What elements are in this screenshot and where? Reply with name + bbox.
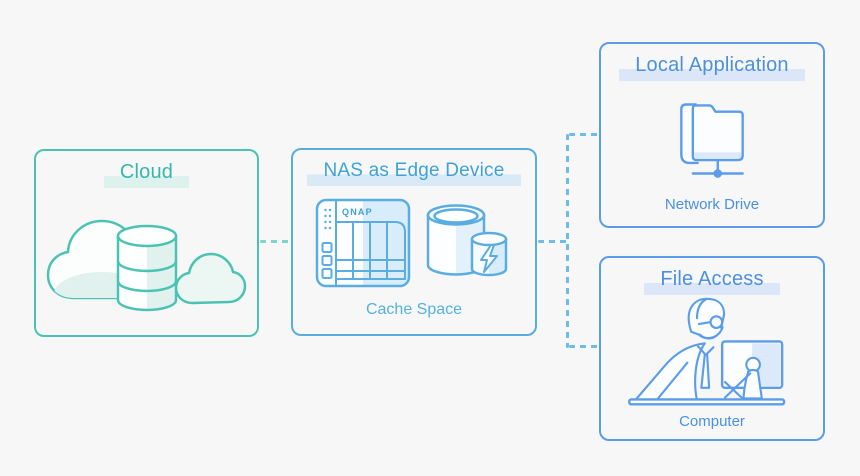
qnap-nas-icon: QNAP: [315, 199, 411, 288]
file-access-icon-area: [601, 295, 823, 413]
nas-title: NAS as Edge Device: [307, 159, 521, 186]
connector-branch-to-local-application: [569, 133, 599, 136]
connector-branch-vertical: [566, 134, 569, 348]
connector-nas-to-branch: [538, 240, 567, 243]
local-application-caption: Network Drive: [664, 196, 760, 213]
file-access-title: File Access: [644, 267, 780, 295]
cloud-database-icon: [46, 219, 247, 311]
desk: [628, 398, 786, 406]
network-dot: [713, 168, 723, 178]
cache-cylinder-icon: [426, 204, 508, 277]
nas-caption: Cache Space: [365, 301, 463, 318]
file-access-title-row: File Access: [644, 267, 780, 295]
file-access-node: File Access Computer: [599, 256, 825, 441]
person-computer-icon: [628, 297, 786, 406]
nas-node: NAS as Edge Device QNAP: [291, 148, 537, 336]
nas-brand-label: QNAP: [342, 207, 373, 217]
cloud-node: Cloud: [34, 149, 259, 337]
cloud-title: Cloud: [103, 160, 190, 188]
cloud-title-row: Cloud: [103, 160, 190, 188]
local-application-node: Local Application Network Drive: [599, 42, 825, 228]
network-folder-icon: [680, 102, 744, 178]
file-access-caption: Computer: [679, 413, 745, 430]
cloud-icon-area: [36, 188, 257, 335]
connector-cloud-to-nas: [260, 240, 291, 243]
local-application-title-row: Local Application: [619, 53, 805, 81]
nas-led-dots: [324, 209, 332, 230]
lightning-bolt-icon: [480, 244, 498, 274]
local-application-icon-area: [601, 81, 823, 196]
connector-branch-to-file-access: [569, 345, 599, 348]
nas-icon-area: QNAP: [293, 186, 535, 301]
nas-title-row: NAS as Edge Device: [307, 159, 521, 186]
local-application-title: Local Application: [619, 53, 805, 81]
